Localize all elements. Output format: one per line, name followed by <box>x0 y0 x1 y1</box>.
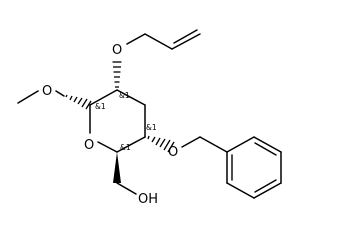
bond-ch2-oh <box>116 182 137 195</box>
hashed-bond-c4-obn <box>147 135 175 153</box>
stereo-label-c1: &1 <box>95 102 106 111</box>
atom-o-allyloxy: O <box>112 43 122 58</box>
bond-c5-oring <box>97 141 118 153</box>
atom-o-benzyloxy: O <box>168 145 178 160</box>
bond-ch2-ch <box>144 33 173 50</box>
bond-ch-ch2-double-a <box>171 33 201 50</box>
atom-o-methoxy: O <box>42 84 52 99</box>
hashed-bond-c2-oallyl <box>112 61 122 88</box>
hashed-bond-c1-ome <box>65 94 92 110</box>
bond-methyl-o <box>17 90 39 104</box>
atom-hydroxyl: OH <box>138 192 158 207</box>
bond-oallyl-ch2 <box>126 33 146 45</box>
stereo-label-c4: &1 <box>146 123 157 132</box>
bond-ch-ch2-double-b <box>173 29 198 44</box>
wedge-bond-c5-ch2 <box>113 152 121 183</box>
atom-o-ring: O <box>84 138 94 153</box>
bond-o-c1 <box>55 90 65 97</box>
stereo-label-c2: &1 <box>119 91 130 100</box>
benzene-ring <box>226 136 282 199</box>
stereo-label-c5: &1 <box>120 143 131 152</box>
bond-obn-ch2 <box>181 136 201 148</box>
bond-ch2-phenyl <box>199 136 228 153</box>
bond-c4-c5 <box>116 136 146 153</box>
bond-c1-c2 <box>89 89 118 106</box>
bond-c2-c3 <box>116 89 146 106</box>
